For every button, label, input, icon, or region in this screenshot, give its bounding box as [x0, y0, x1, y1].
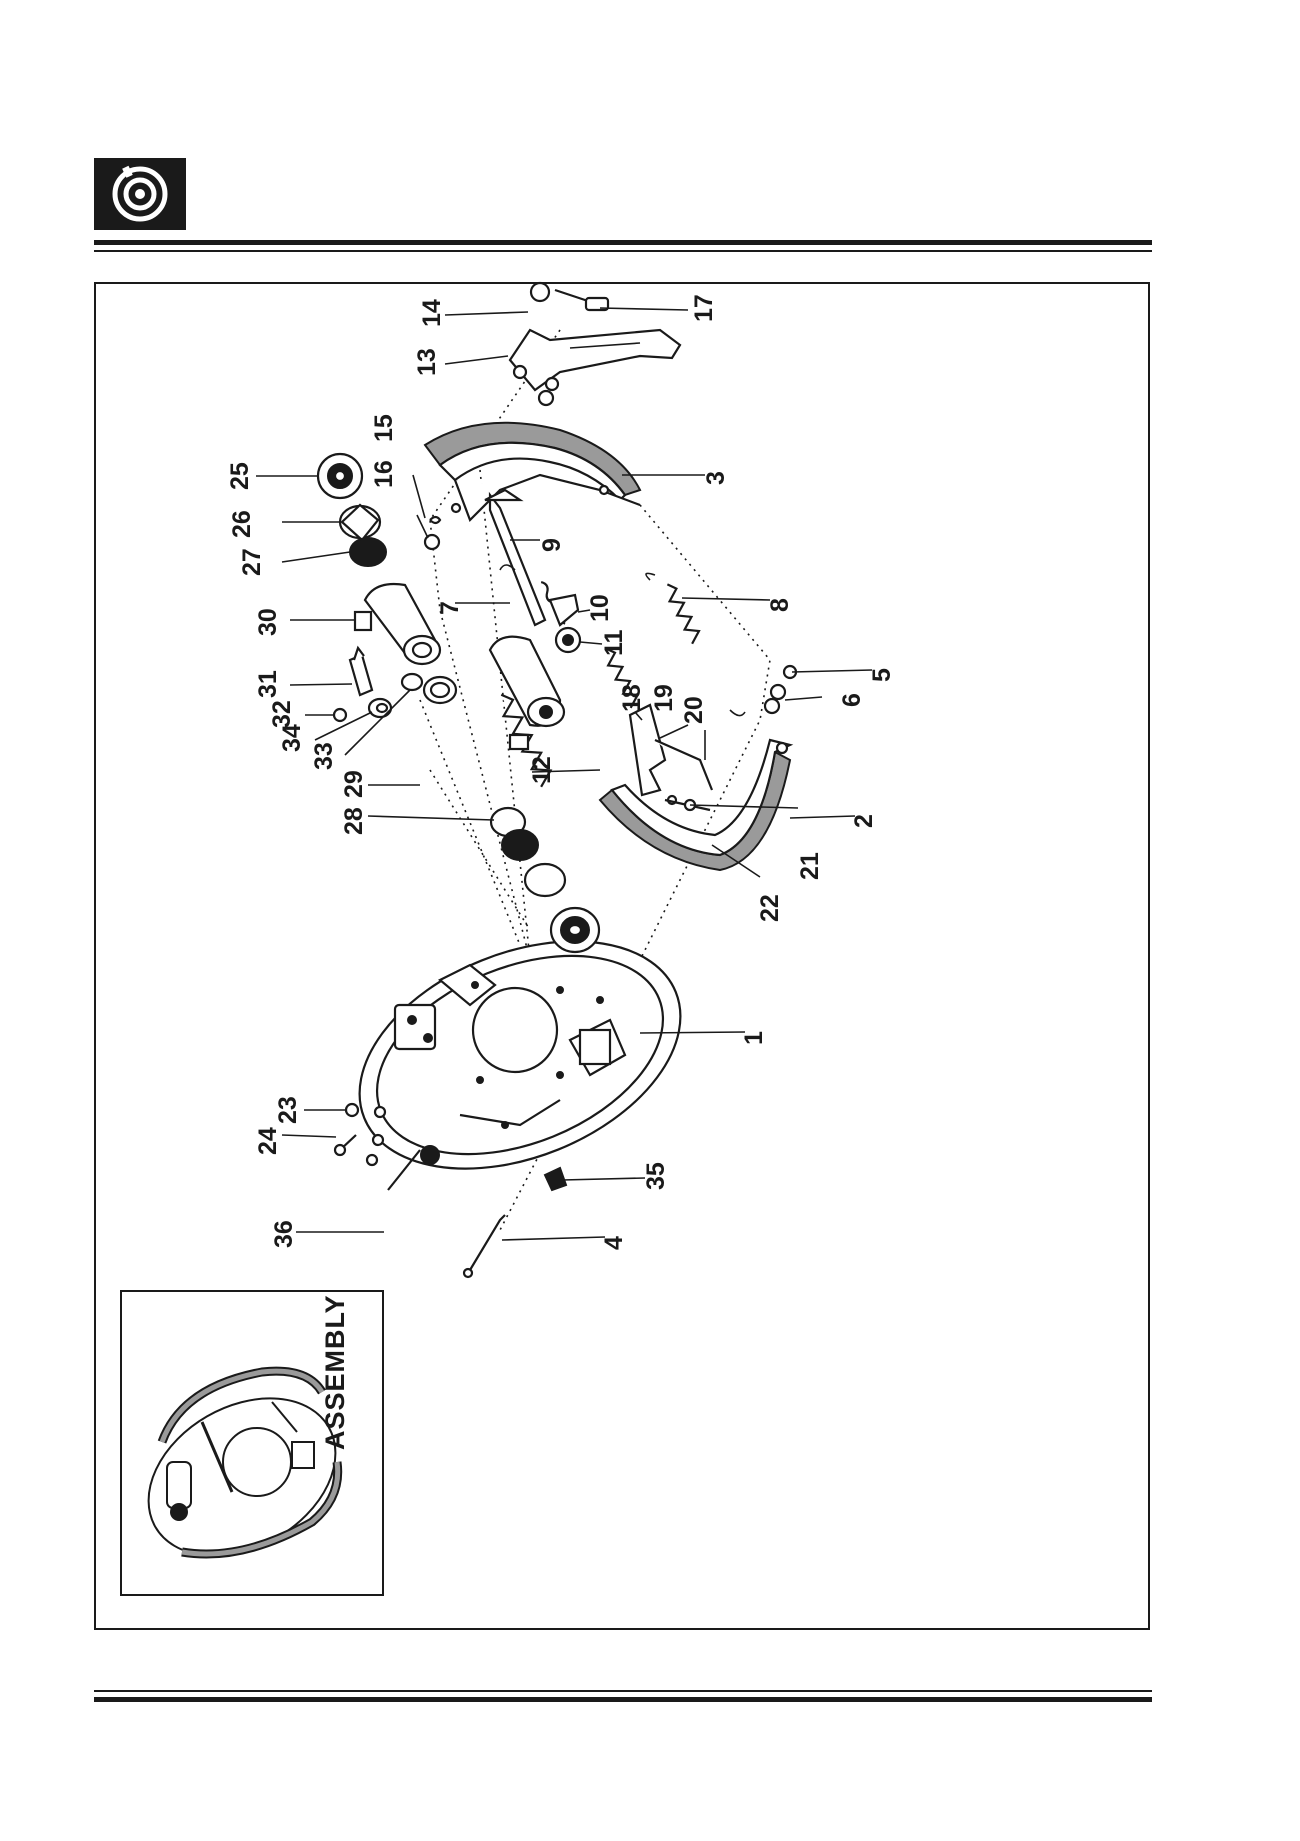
callout-24: 24: [254, 1127, 282, 1155]
callout-34: 34: [278, 724, 306, 752]
assembly-inset: [120, 1290, 384, 1596]
callout-1: 1: [740, 1031, 768, 1045]
footer-rule-thick: [94, 1697, 1152, 1702]
inset-title: ASSEMBLY: [320, 1294, 350, 1450]
dust-cover-upper: [316, 452, 364, 500]
seal-upper: [349, 537, 387, 567]
callout-19: 19: [650, 684, 678, 712]
callout-2: 2: [850, 814, 878, 828]
return-spring-lower: [605, 647, 640, 709]
hold-down-pin-4: [462, 1214, 506, 1279]
bolt-24: [333, 1133, 385, 1167]
callout-11: 11: [600, 629, 628, 656]
callout-10: 10: [586, 594, 614, 622]
wheel-cylinder: [488, 635, 566, 751]
adjuster-wheel: [554, 626, 582, 654]
callout-4: 4: [600, 1236, 628, 1250]
callout-27: 27: [238, 548, 266, 576]
footer-rule-thin: [94, 1690, 1152, 1692]
handbrake-lever: [508, 281, 682, 392]
piston-cup-lower: [489, 806, 539, 861]
dust-cover-lower: [549, 906, 601, 954]
callout-31: 31: [254, 670, 282, 698]
callout-32: 32: [268, 700, 296, 728]
callout-21: 21: [796, 852, 824, 880]
backplate: [358, 940, 682, 1170]
adjuster-bracket: [548, 593, 580, 627]
callout-20: 20: [680, 696, 708, 724]
brake-shoe-upper: [423, 421, 642, 522]
callout-18: 18: [618, 684, 646, 712]
callout-29: 29: [340, 770, 368, 798]
callout-16: 16: [370, 460, 398, 488]
callout-35: 35: [642, 1162, 670, 1190]
bleed-screw: [332, 645, 424, 723]
callout-30: 30: [254, 608, 282, 636]
callout-25: 25: [226, 462, 254, 490]
callout-6: 6: [838, 693, 866, 707]
nut-22: [537, 376, 560, 407]
master-wheel-cylinder: [353, 582, 442, 666]
callout-15: 15: [370, 414, 398, 442]
figure-frame: [94, 282, 1150, 1630]
callout-7: 7: [436, 601, 464, 615]
adjuster-strut: [484, 488, 547, 627]
hold-down-spring-6: [763, 683, 787, 715]
callout-8: 8: [766, 598, 794, 612]
callout-36: 36: [270, 1220, 298, 1248]
callout-13: 13: [413, 348, 441, 376]
washer-15: [423, 533, 441, 551]
adjuster-lever: [628, 703, 714, 812]
brake-disc-icon: [94, 158, 186, 230]
clip-16: [429, 515, 442, 525]
callout-23: 23: [274, 1096, 302, 1124]
callout-5: 5: [868, 668, 896, 682]
clip-35: [543, 1166, 568, 1192]
callout-14: 14: [418, 299, 446, 327]
callout-22: 22: [756, 894, 784, 922]
callout-12: 12: [528, 756, 556, 784]
callout-26: 26: [228, 510, 256, 538]
header-rule-thin: [94, 250, 1152, 252]
return-spring-right: [645, 572, 746, 717]
brake-shoe-lower: [598, 738, 794, 872]
grommet-36: [387, 1145, 440, 1191]
header-rule-thick: [94, 240, 1152, 245]
callout-9: 9: [538, 538, 566, 552]
assembly-illustration: [147, 1366, 343, 1559]
callout-33: 33: [310, 742, 338, 770]
callout-labels: 1 2 3 4 5 6 7 8 9 10 11 12 13 14 15 16 1…: [226, 294, 896, 1250]
piston-upper: [338, 503, 382, 542]
leader-lines: [256, 307, 873, 1241]
washer-23: [344, 1102, 387, 1119]
seal-ring-lower: [422, 675, 458, 705]
piston-lower: [523, 862, 567, 898]
callout-28: 28: [340, 807, 368, 835]
callout-3: 3: [702, 471, 730, 485]
callout-17: 17: [690, 294, 718, 322]
